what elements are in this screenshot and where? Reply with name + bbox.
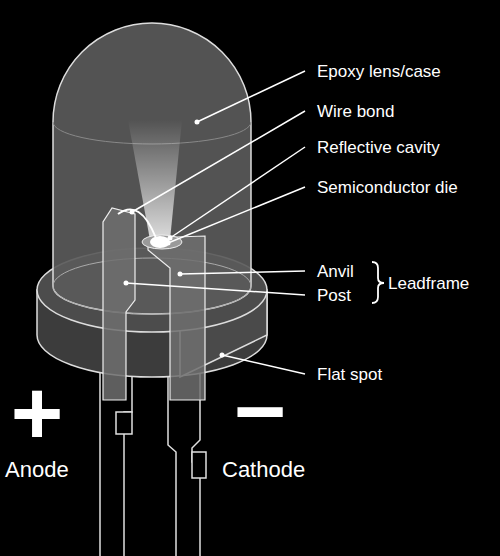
pin-name: Anode [5,459,69,481]
group-label: Leadframe [388,275,469,292]
part-label: Post [317,287,351,304]
part-label: Reflective cavity [317,139,440,156]
semiconductor-die [150,236,170,248]
part-label: Wire bond [317,103,394,120]
leader-line [168,187,305,243]
leader-line [197,71,305,122]
leader-dots [124,120,225,358]
dome-base-line [53,258,251,314]
wire-bond [118,209,156,238]
polarity-sign: − [234,366,287,456]
leader-dot [130,210,135,215]
leader-dot [124,281,129,286]
epoxy-dome [53,23,251,314]
cathode-lead-notch [192,452,206,478]
pin-name: Cathode [222,459,305,481]
part-label: Semiconductor die [317,179,458,196]
leader-line [126,283,305,295]
leader-line [170,147,305,238]
leadframe-brace [372,262,384,303]
light-glow [128,120,182,240]
part-label: Anvil [317,263,354,280]
reflective-cavity [142,235,182,249]
anvil [148,236,205,400]
post [103,208,135,400]
leader-lines [126,71,305,374]
leader-dot [168,236,173,241]
leader-dot [195,120,200,125]
leader-dot [166,241,171,246]
polarity-sign: + [11,368,64,458]
part-label: Epoxy lens/case [317,63,441,80]
leader-line [180,271,305,274]
leader-dot [220,353,225,358]
leader-dot [178,272,183,277]
anode-lead-notch [116,412,132,434]
part-label: Flat spot [317,366,382,383]
